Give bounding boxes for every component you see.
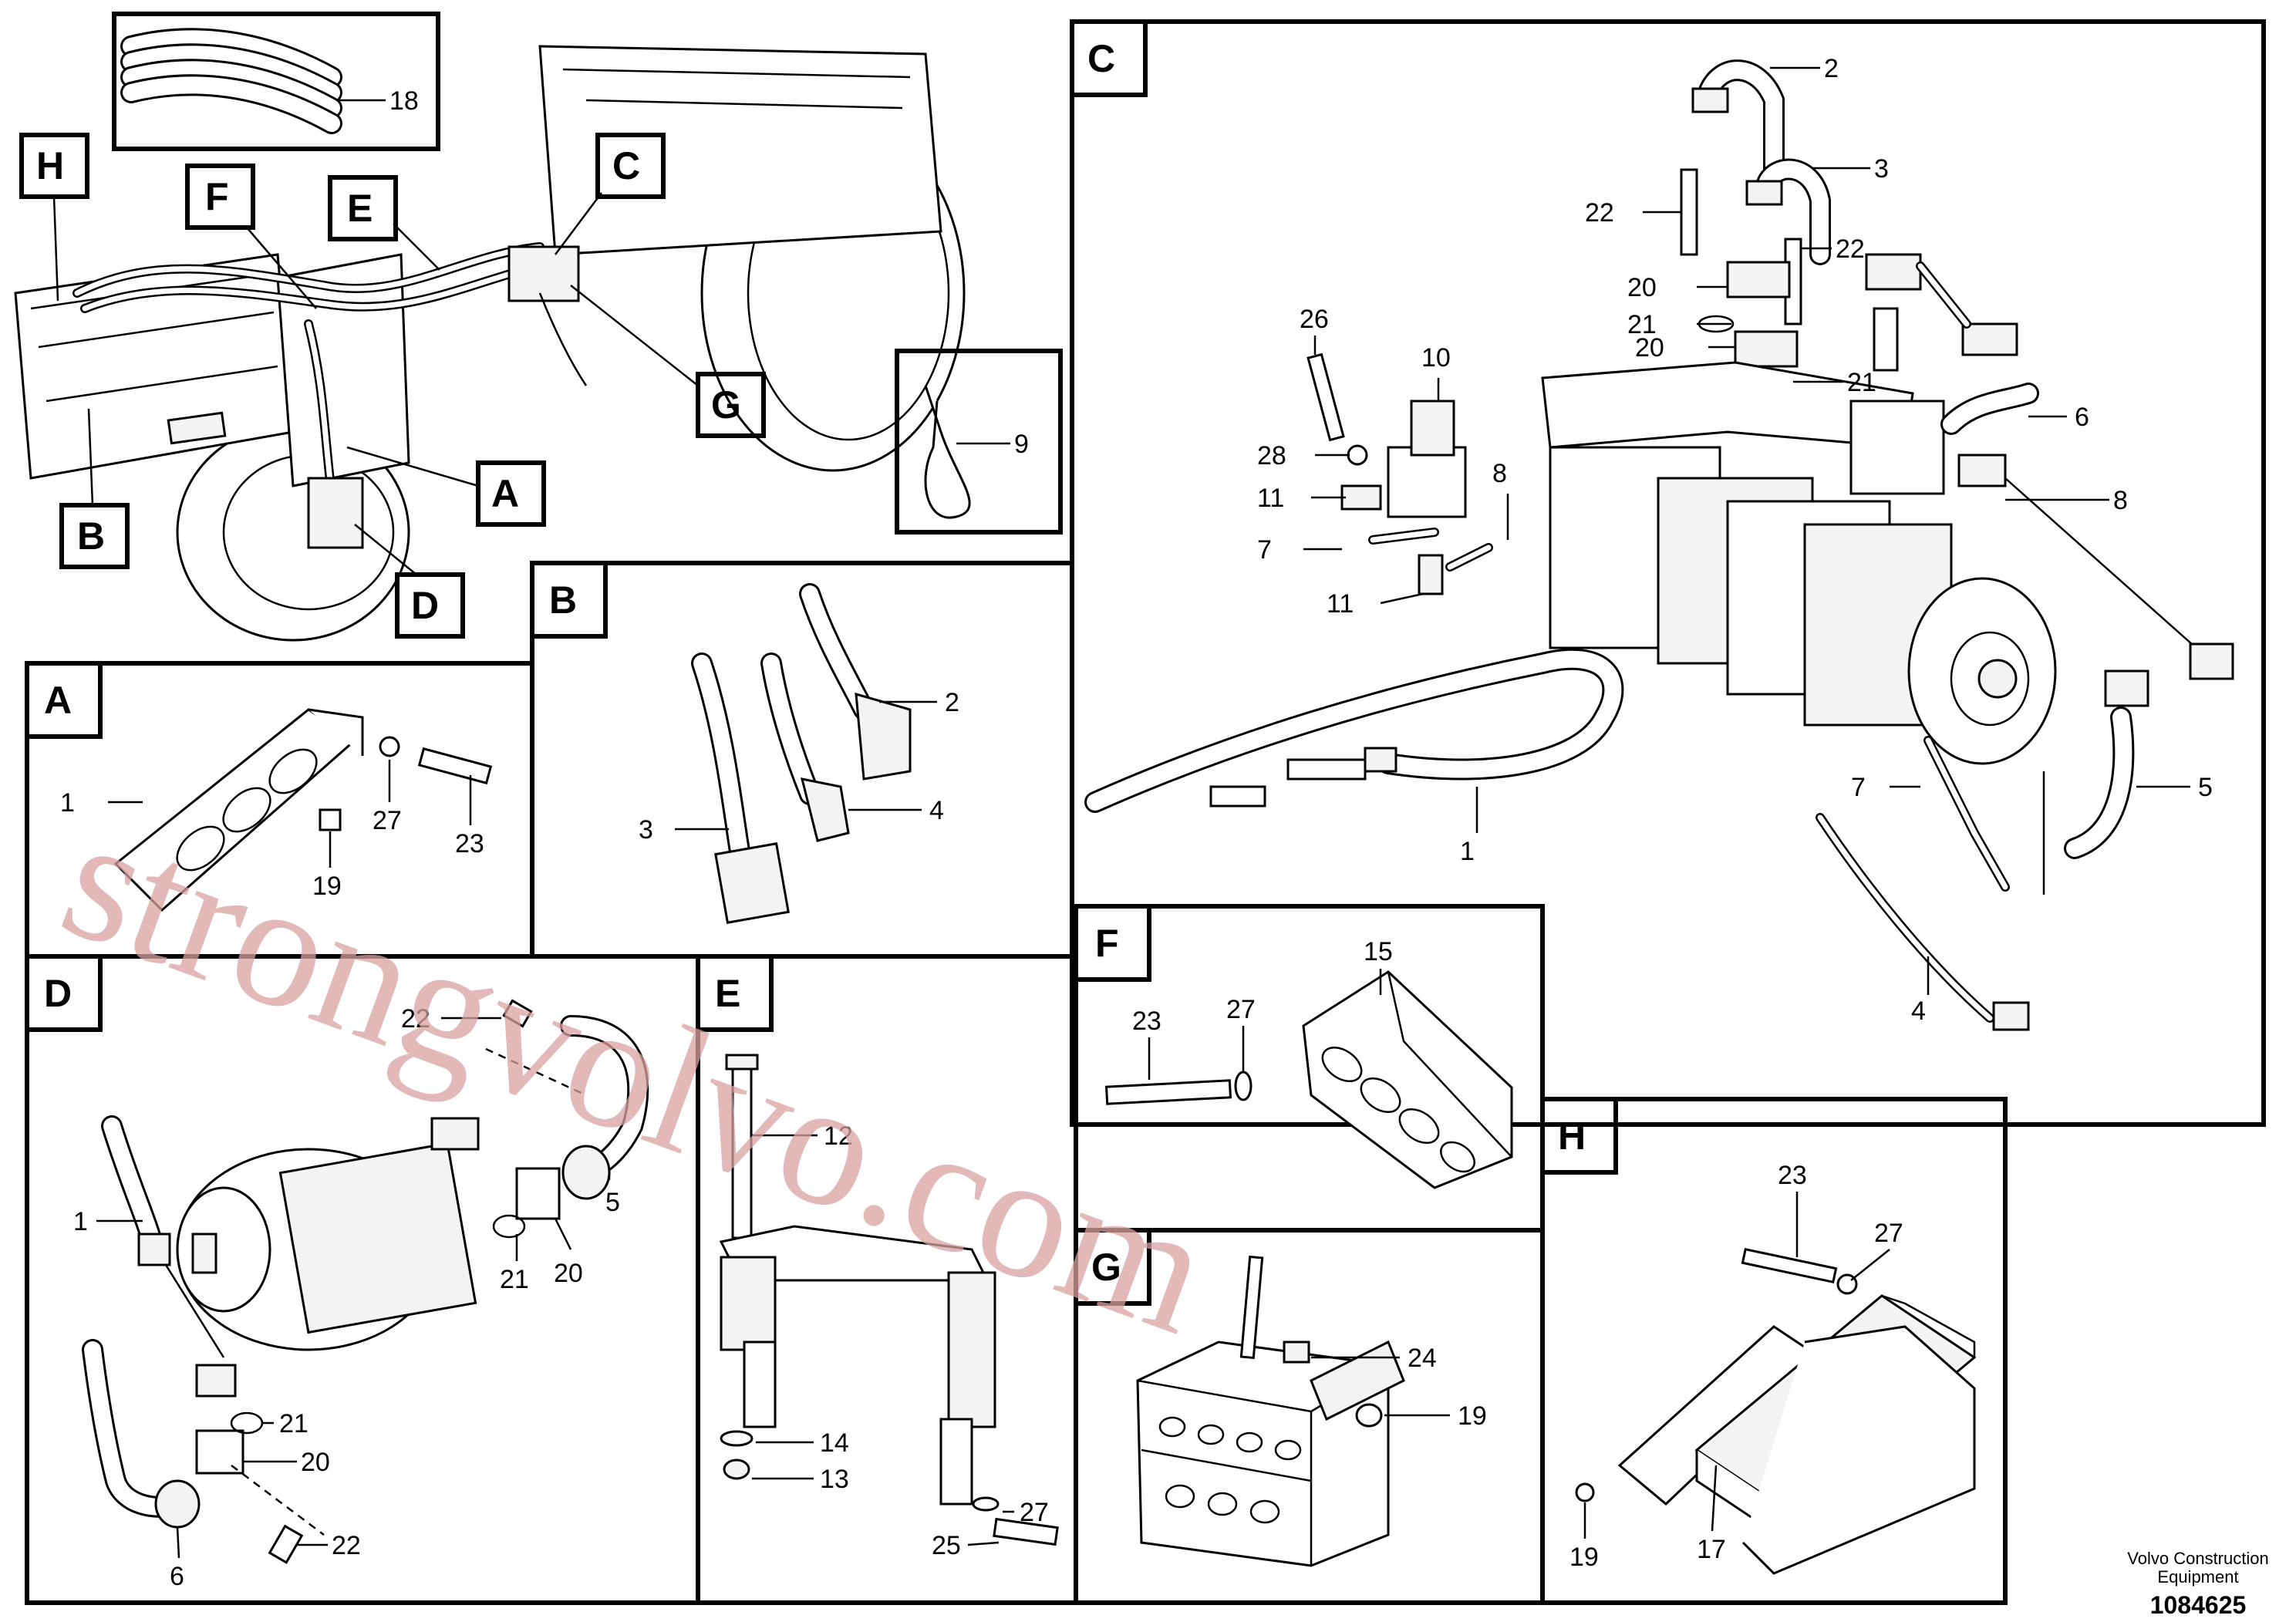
svg-text:H: H: [1558, 1114, 1586, 1158]
drawing-number: 1084625: [2150, 1591, 2247, 1619]
svg-text:21: 21: [1627, 310, 1657, 339]
svg-text:8: 8: [1492, 459, 1507, 488]
svg-text:2: 2: [945, 688, 959, 717]
svg-text:E: E: [347, 187, 373, 230]
svg-text:22: 22: [1836, 234, 1865, 264]
svg-text:8: 8: [2113, 486, 2128, 515]
cable-tie: [924, 385, 971, 519]
svg-text:H: H: [36, 144, 64, 187]
svg-text:B: B: [77, 514, 105, 558]
svg-text:A: A: [44, 679, 72, 722]
svg-text:23: 23: [1778, 1161, 1807, 1190]
svg-text:1: 1: [1460, 837, 1475, 866]
overview-illustration: [14, 45, 966, 642]
svg-text:4: 4: [929, 796, 944, 825]
corrugated-tube: [120, 28, 342, 134]
svg-text:27: 27: [1874, 1219, 1903, 1248]
svg-text:5: 5: [2198, 773, 2213, 802]
svg-text:19: 19: [312, 872, 342, 901]
svg-text:C: C: [1087, 37, 1115, 80]
svg-text:24: 24: [1408, 1344, 1437, 1373]
svg-text:G: G: [711, 383, 741, 427]
svg-text:14: 14: [820, 1428, 849, 1458]
svg-text:27: 27: [373, 806, 402, 835]
svg-text:20: 20: [554, 1259, 583, 1288]
svg-text:20: 20: [1635, 333, 1664, 363]
svg-text:25: 25: [932, 1531, 961, 1560]
svg-text:11: 11: [1257, 484, 1284, 513]
panel-D: D 22 5 1 20: [25, 954, 700, 1605]
overview-tags: H F E C G A B D: [19, 133, 766, 639]
svg-text:F: F: [205, 175, 229, 218]
svg-text:27: 27: [1226, 995, 1256, 1024]
svg-text:D: D: [44, 972, 72, 1015]
svg-text:21: 21: [500, 1265, 529, 1294]
panel-C: C: [1070, 19, 2266, 1127]
panel-G: G 24 19: [1074, 1228, 1545, 1605]
svg-text:26: 26: [1300, 305, 1329, 334]
svg-text:22: 22: [1585, 198, 1614, 228]
footer-block: Volvo Construction Equipment 1084625: [2127, 1549, 2268, 1619]
svg-text:12: 12: [824, 1121, 853, 1151]
svg-text:11: 11: [1327, 589, 1354, 619]
svg-text:2: 2: [1824, 54, 1839, 83]
svg-text:C: C: [612, 144, 640, 187]
svg-text:D: D: [411, 584, 439, 627]
svg-text:22: 22: [332, 1531, 361, 1560]
svg-text:5: 5: [605, 1188, 620, 1217]
footer-company-2: Equipment: [2157, 1567, 2238, 1587]
svg-text:7: 7: [1851, 773, 1866, 802]
callout-18: 18: [389, 86, 419, 116]
panel-B: B 2 4 3: [530, 561, 1074, 959]
svg-text:3: 3: [1874, 154, 1889, 184]
item9-frame: [895, 349, 1063, 534]
svg-text:20: 20: [301, 1448, 330, 1477]
svg-text:G: G: [1091, 1246, 1121, 1289]
svg-text:F: F: [1095, 922, 1119, 965]
svg-text:4: 4: [1911, 996, 1926, 1026]
callout-9: 9: [1014, 430, 1029, 459]
svg-text:3: 3: [639, 815, 653, 845]
svg-text:23: 23: [455, 829, 484, 858]
svg-text:17: 17: [1697, 1535, 1726, 1564]
svg-text:1: 1: [60, 788, 75, 818]
svg-text:6: 6: [170, 1562, 184, 1591]
svg-text:E: E: [715, 972, 740, 1015]
svg-text:28: 28: [1257, 441, 1286, 470]
panel-H: H 23 27 19 17: [1540, 1097, 2008, 1605]
svg-text:22: 22: [401, 1004, 430, 1034]
svg-text:27: 27: [1020, 1498, 1049, 1527]
svg-text:19: 19: [1569, 1543, 1599, 1572]
svg-text:19: 19: [1458, 1401, 1487, 1431]
svg-text:7: 7: [1257, 535, 1272, 565]
svg-text:21: 21: [1847, 368, 1876, 397]
svg-text:13: 13: [820, 1465, 849, 1494]
panel-F: F 15 23 27: [1074, 904, 1545, 1233]
svg-text:23: 23: [1132, 1007, 1161, 1036]
svg-text:20: 20: [1627, 273, 1657, 302]
svg-text:21: 21: [279, 1409, 308, 1438]
footer-company: Volvo Construction: [2127, 1549, 2268, 1568]
svg-text:1: 1: [73, 1207, 88, 1236]
svg-text:A: A: [491, 472, 519, 515]
svg-text:6: 6: [2075, 403, 2089, 432]
svg-text:B: B: [549, 578, 577, 622]
svg-text:10: 10: [1421, 343, 1451, 373]
item18-frame: [112, 12, 440, 151]
svg-text:15: 15: [1364, 937, 1393, 966]
